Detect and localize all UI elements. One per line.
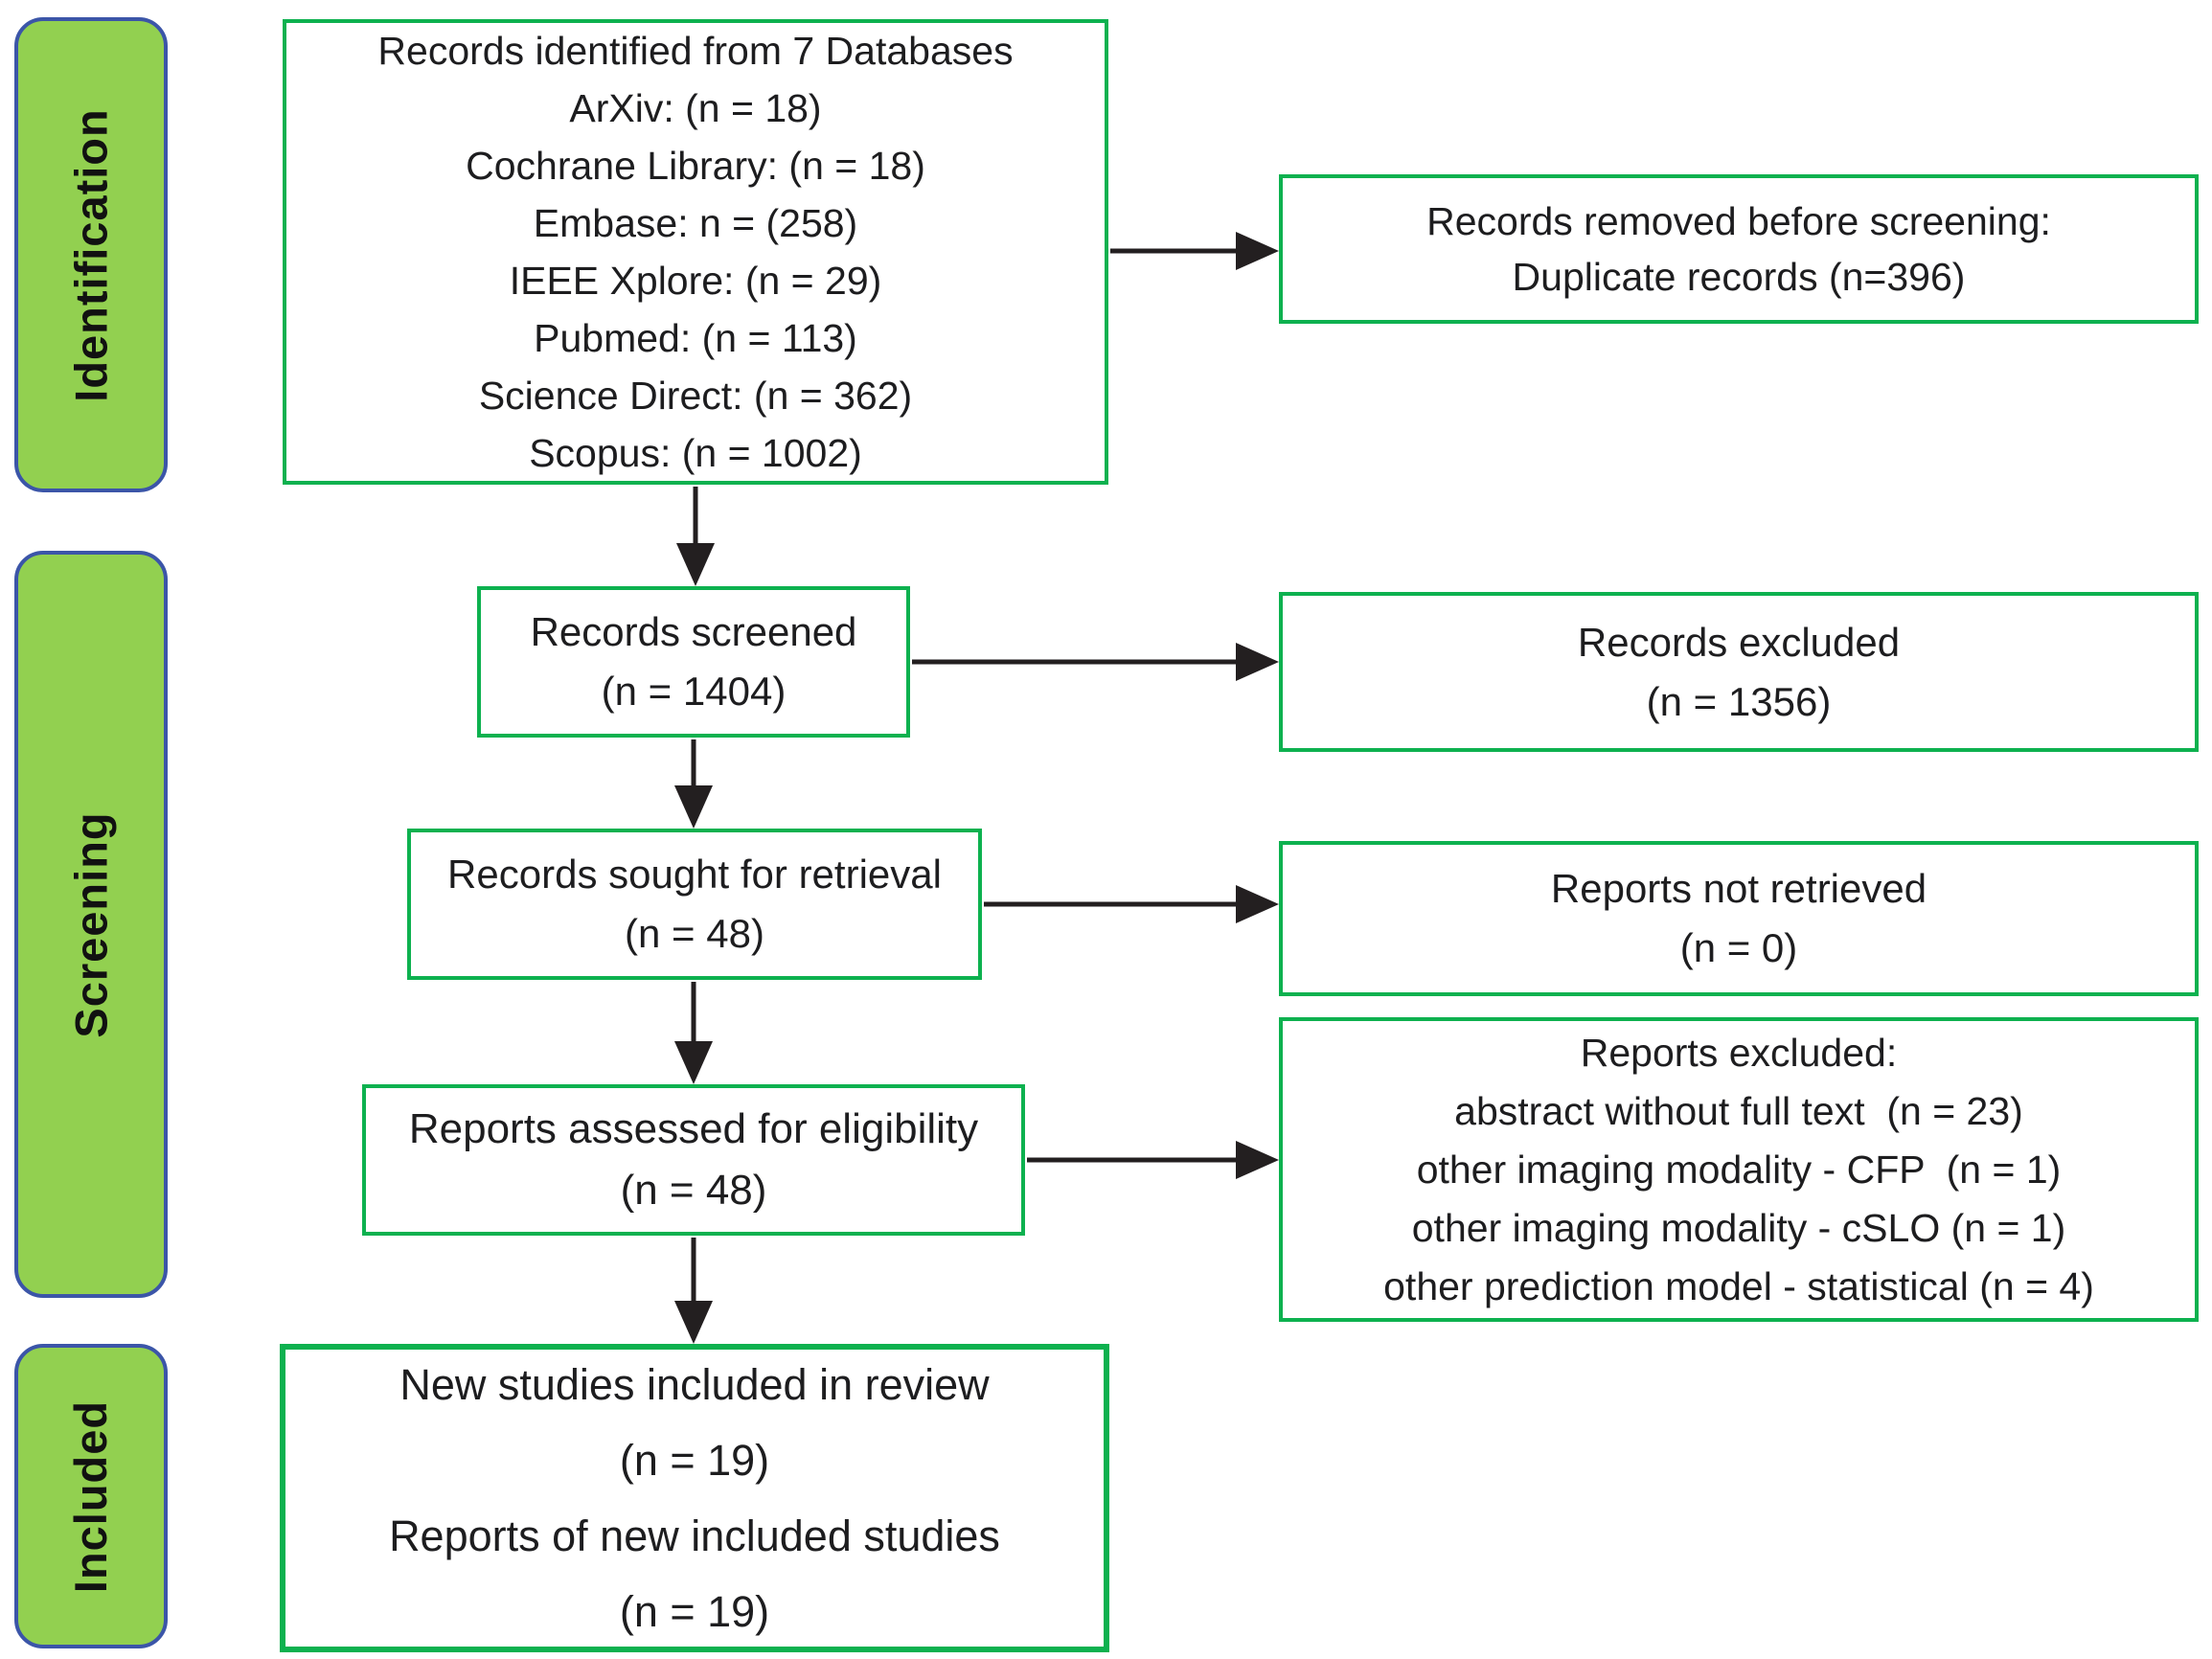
text-line: (n = 0) (1679, 925, 1798, 970)
text-line: Reports excluded: (1580, 1030, 1898, 1075)
box-reports-assessed-for-eligibility: Reports assessed for eligibility (n = 48… (362, 1084, 1025, 1236)
text-line: abstract without full text (n = 23) (1454, 1088, 2023, 1133)
stage-identification-label: Identification (65, 107, 117, 402)
box-records-identified: Records identified from 7 Databases ArXi… (283, 19, 1108, 485)
text-line: New studies included in review (399, 1360, 990, 1409)
text-line: Reports not retrieved (1550, 866, 1927, 911)
text-line: other imaging modality - cSLO (n = 1) (1411, 1205, 2066, 1250)
text-line: ArXiv: (n = 18) (569, 86, 822, 130)
text-line: (n = 1404) (601, 669, 787, 714)
text-line: (n = 48) (625, 911, 764, 956)
text-line: Records screened (530, 609, 857, 654)
text-line: Records excluded (1577, 619, 1901, 665)
stage-included: Included (14, 1344, 168, 1648)
text-line: Science Direct: (n = 362) (478, 374, 913, 418)
stage-screening-label: Screening (65, 810, 117, 1038)
text-line: (n = 1356) (1646, 678, 1832, 724)
text-line: other prediction model - statistical (n … (1383, 1263, 2094, 1308)
text-line: IEEE Xplore: (n = 29) (509, 259, 882, 303)
stage-identification: Identification (14, 17, 168, 492)
text-line: Embase: n = (258) (533, 201, 858, 245)
box-new-studies-included: New studies included in review (n = 19) … (280, 1344, 1109, 1652)
text-line: Records sought for retrieval (447, 852, 942, 897)
text-line: (n = 19) (619, 1587, 770, 1636)
text-line: (n = 48) (620, 1167, 767, 1214)
text-line: Scopus: (n = 1002) (529, 431, 862, 475)
text-line: Reports assessed for eligibility (408, 1105, 979, 1152)
text-line: other imaging modality - CFP (n = 1) (1416, 1147, 2062, 1192)
box-records-screened: Records screened (n = 1404) (477, 586, 910, 738)
box-records-excluded: Records excluded (n = 1356) (1279, 592, 2199, 752)
box-records-sought-for-retrieval: Records sought for retrieval (n = 48) (407, 829, 982, 980)
text-line: Reports of new included studies (389, 1511, 1000, 1560)
text-line: Cochrane Library: (n = 18) (466, 144, 925, 188)
stage-included-label: Included (65, 1399, 117, 1593)
text-line: Duplicate records (n=396) (1512, 255, 1966, 299)
text-line: Records identified from 7 Databases (377, 29, 1014, 73)
text-line: (n = 19) (619, 1436, 770, 1485)
text-line: Records removed before screening: (1426, 199, 2051, 243)
stage-screening: Screening (14, 551, 168, 1298)
text-line: Pubmed: (n = 113) (534, 316, 857, 360)
box-records-removed-before-screening: Records removed before screening: Duplic… (1279, 174, 2199, 324)
box-reports-not-retrieved: Reports not retrieved (n = 0) (1279, 841, 2199, 996)
box-reports-excluded: Reports excluded: abstract without full … (1279, 1017, 2199, 1322)
